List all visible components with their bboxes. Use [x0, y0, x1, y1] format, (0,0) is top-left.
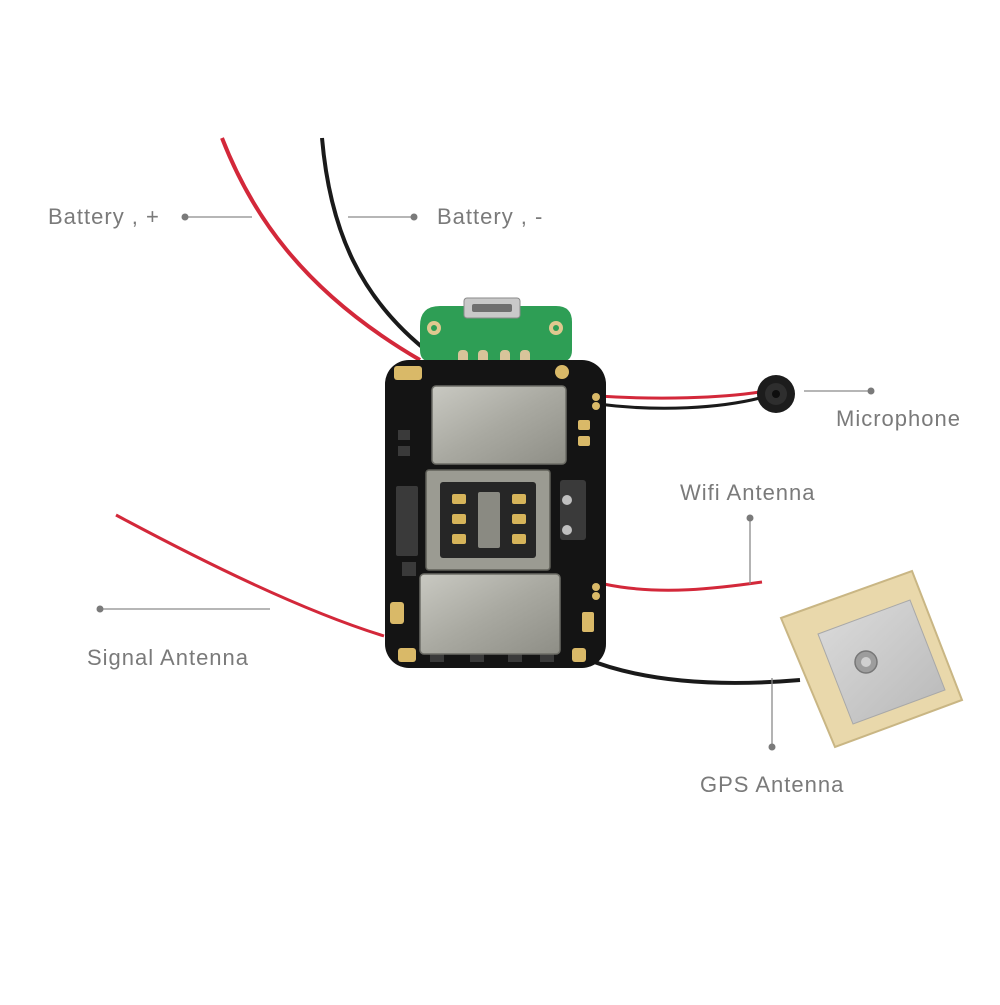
signal-antenna-wire: [115, 513, 385, 638]
main-pcb: [385, 360, 606, 668]
battery-positive-label: Battery , +: [48, 204, 160, 229]
battery-negative-wire: [320, 137, 434, 357]
microphone-black-wire: [597, 396, 761, 410]
lower-shield-can: [419, 573, 561, 655]
battery-positive-wire: [220, 137, 422, 362]
wifi-antenna-label: Wifi Antenna: [680, 480, 816, 505]
microphone-label: Microphone: [836, 406, 961, 431]
leader-lines: [96, 213, 875, 751]
microphone-component: [757, 375, 795, 413]
microphone-red-wire: [597, 390, 761, 400]
gps-antenna-cable: [583, 656, 801, 685]
gps-antenna-label: GPS Antenna: [700, 772, 845, 797]
wifi-antenna-wire: [603, 580, 763, 592]
sim-card-holder: [425, 469, 551, 571]
signal-antenna-label: Signal Antenna: [87, 645, 250, 670]
battery-negative-label: Battery , -: [437, 204, 544, 229]
upper-shield-can: [431, 385, 567, 465]
gps-antenna-component: [779, 569, 964, 749]
